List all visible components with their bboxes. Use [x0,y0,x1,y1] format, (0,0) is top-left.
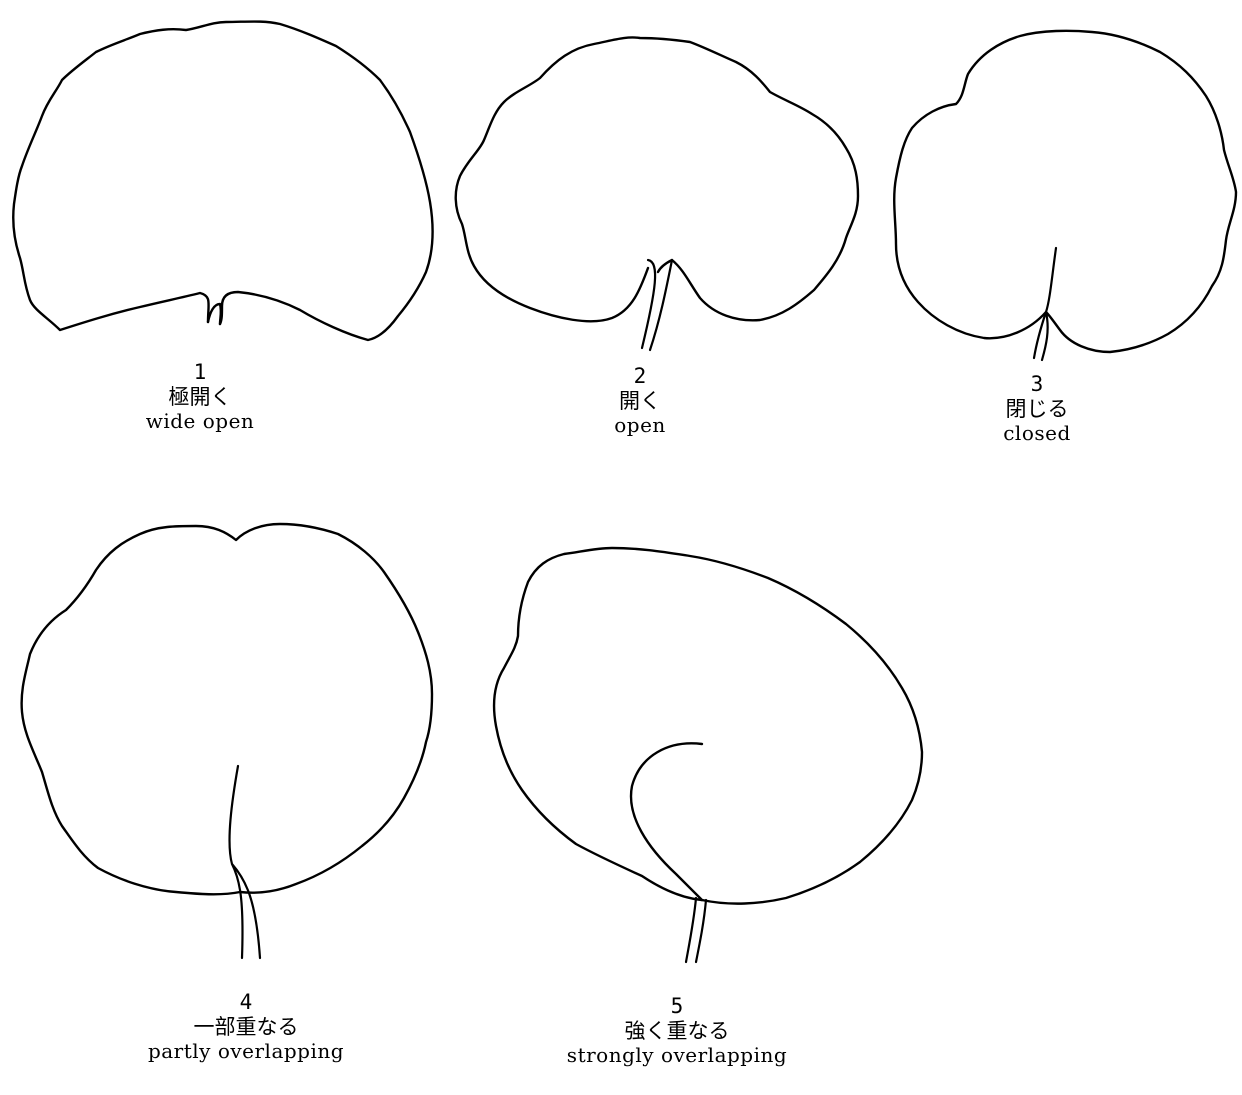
leaf-5-outline [492,546,924,905]
leaf-2-open [454,36,860,352]
leaf-1-outline [12,20,434,342]
leaf-5-petiole [684,896,708,964]
caption-3: 3 閉じる closed [1003,372,1071,445]
leaf-2-petiole [640,258,674,352]
caption-5-number: 5 [670,994,684,1018]
leaf-3-petiole [1032,246,1058,362]
caption-1: 1 極開く wide open [146,360,255,433]
leaf-4-petiole [228,764,262,960]
caption-5-english: strongly overlapping [566,1042,788,1067]
caption-4: 4 一部重なる partly overlapping [148,990,344,1063]
leaf-1-wide-open [12,20,434,342]
caption-5-japanese: 強く重なる [624,1018,730,1043]
leaf-5-strongly-overlapping [492,546,924,964]
leaf-5-inner-curl [629,742,704,902]
caption-4-english: partly overlapping [147,1038,345,1063]
leaf-4-partly-overlapping [20,522,434,960]
caption-1-number: 1 [193,360,207,384]
caption-2-japanese: 開く [619,388,661,413]
caption-4-number: 4 [239,990,253,1014]
leaf-2-outline [454,36,860,323]
leaf-4-outline [20,522,434,896]
caption-3-japanese: 閉じる [1005,396,1069,421]
caption-1-english: wide open [145,408,255,433]
caption-2: 2 開く open [614,364,666,437]
caption-2-english: open [614,412,666,437]
caption-4-japanese: 一部重なる [193,1014,299,1039]
caption-3-number: 3 [1030,372,1044,396]
leaf-1-notch [206,302,223,326]
caption-1-japanese: 極開く [168,384,232,409]
caption-3-english: closed [1003,420,1071,445]
leaf-3-outline [893,29,1238,354]
leaf-3-closed [893,29,1238,362]
caption-5: 5 強く重なる strongly overlapping [567,994,787,1067]
caption-2-number: 2 [633,364,647,388]
